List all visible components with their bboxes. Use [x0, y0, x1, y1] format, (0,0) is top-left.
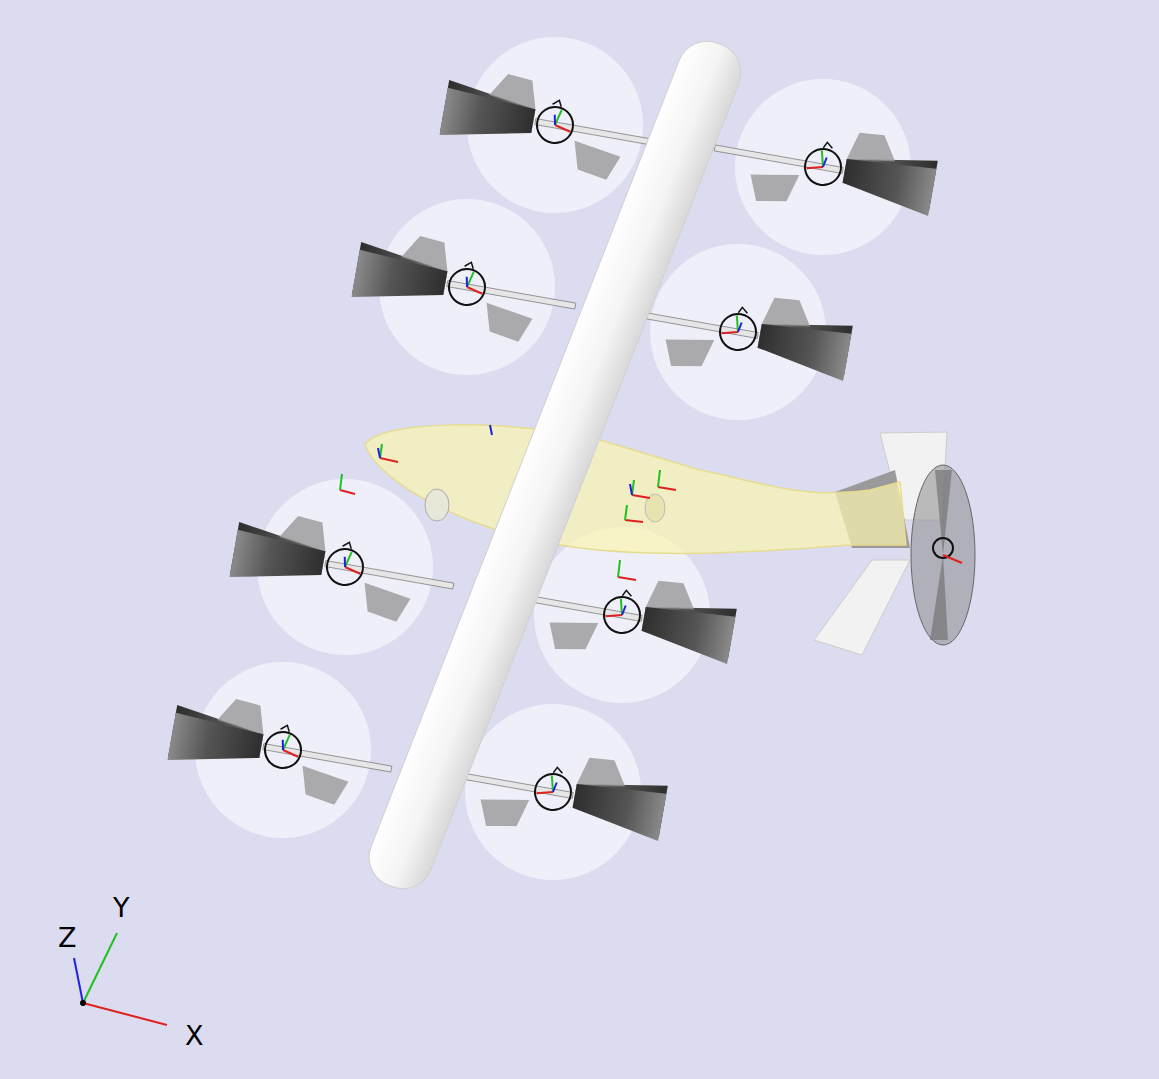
axis-label: Z [58, 924, 77, 951]
axis-label: Y [113, 894, 130, 921]
axis-triad [74, 933, 167, 1025]
axis-label: X [185, 1022, 204, 1049]
wing [360, 32, 749, 897]
fuselage [340, 425, 906, 580]
